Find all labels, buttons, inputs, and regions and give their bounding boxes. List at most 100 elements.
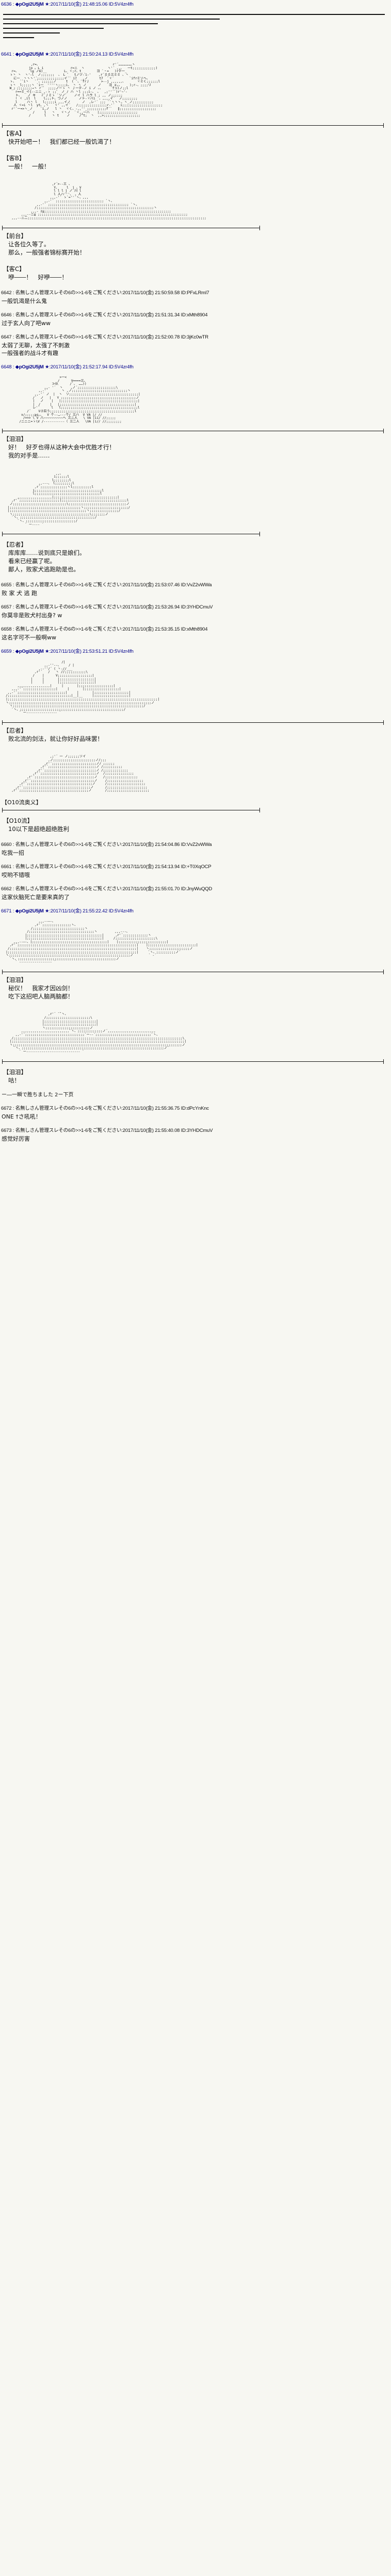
dialogue-gap [3,146,391,154]
post-separator: : [11,582,15,588]
post-author[interactable]: 名無しさん管理スレその6の>>1-6をご覧ください [15,334,122,340]
post-header: 6641 : ◆pOgi2U5jM ★:2017/11/10(金) 21:50:… [0,50,391,58]
post-number[interactable]: 6648 [1,364,12,370]
spacer [0,1121,391,1126]
post-header: 6657 : 名無しさん管理スレその6の>>1-6をご覧ください:2017/11… [0,603,391,611]
post-header: 6655 : 名無しさん管理スレその6の>>1-6をご覧ください:2017/11… [0,581,391,589]
post-meta: :2017/11/10(金) 21:50:59.58 ID:PFxLRmI7 [121,290,209,296]
post-author[interactable]: 名無しさん管理スレその6の>>1-6をご覧ください [15,842,122,848]
aa-label: 【O10流奥义】 [2,799,42,806]
post-header: 6660 : 名無しさん管理スレその6の>>1-6をご覧ください:2017/11… [0,840,391,849]
post-body: 你莫非是败犬村出身? w [2,612,62,619]
dialogue-speaker: 【泪泪】 [3,1068,27,1076]
dialogue-line: 那么，一般强者锦标赛开始！ [8,248,86,256]
post-author[interactable]: 名無しさん管理スレその6の>>1-6をご覧ください [15,886,122,892]
dialogue-block: 【客C】咿――！ 好咿――！ [0,264,391,283]
post-separator: : [11,864,15,870]
divider-cap-left [2,123,3,128]
post-author[interactable]: 名無しさん管理スレその6の>>1-6をご覧ください [15,1127,122,1133]
divider-cap-right [383,720,384,725]
stair-line-1 [3,14,385,15]
divider-cap-right [259,532,260,537]
post-author[interactable]: 名無しさん管理スレその6の>>1-6をご覧ください [15,604,122,611]
post-number[interactable]: 6659 [1,649,12,655]
dialogue-block: 【前台】让各位久等了。那么，一般强者锦标赛开始！ [0,231,391,259]
post-separator: : [11,908,15,914]
dialogue-line: 吃下这招吧人脑两脑都！ [8,993,74,1001]
ascii-art: /| ,,-''‐-、 / | ,-‐''/´ ( 丶‐//___ ,r'´ /… [6,660,160,715]
post-number[interactable]: 6636 [1,2,12,7]
spacer [0,1003,391,1008]
post-header: 6671 : ◆pOgi2U5jM ★:2017/11/10(金) 21:55:… [0,907,391,915]
post-number[interactable]: 6646 [1,312,12,318]
dialogue-line: 秘仪！ 我家才因凶剑！ [8,985,74,992]
post-separator: : [11,649,15,655]
stair-line-2 [3,19,220,20]
stair-line-6 [3,37,34,38]
dialogue-line: 让各位久等了。 [8,240,50,248]
post-number[interactable]: 6657 [1,604,12,611]
dialogue-speaker: 【客A】 [3,129,25,137]
post-author[interactable]: 名無しさん管理スレその6の>>1-6をご覧ください [15,626,122,633]
dialogue-speaker: 【客C】 [3,265,25,273]
post-author[interactable]: ◆pOgi2U5jM ★ [15,364,50,370]
stair-line-3 [3,23,158,24]
post-number[interactable]: 6671 [1,908,12,914]
post-body: 哎哟不错哦 [2,872,30,879]
dialogue-block: 【忍者】库库库……说到底只是娘们。看来已经赢了呢。鄙人，败家犬逃跑助是也。 [0,539,391,575]
post-number[interactable]: 6660 [1,842,12,848]
spacer [0,598,391,603]
section-divider [0,429,391,434]
post-number[interactable]: 6661 [1,864,12,870]
post-number[interactable]: 6641 [1,52,12,57]
post-header: 6673 : 名無しさん管理スレその6の>>1-6をご覧ください:2017/11… [0,1126,391,1134]
post-meta: :2017/11/10(金) 21:55:01.70 ID:JnyWuQQD [121,886,213,892]
post-meta: :2017/11/10(金) 21:53:26.94 ID:3YHDCmuV [121,604,213,611]
section-divider [0,970,391,975]
divider-cap-right [383,1059,384,1064]
post-meta: :2017/11/10(金) 21:50:24.13 ID:5V4zr4fh [49,52,134,57]
post-body: 感觉好厉害 [2,1135,30,1142]
post-separator: : [11,364,15,370]
post-author[interactable]: ◆pOgi2U5jM ★ [15,52,50,57]
post-author[interactable]: 名無しさん管理スレその6の>>1-6をご覧ください [15,290,122,296]
post-meta: :2017/11/10(金) 21:53:07.46 ID:VvZ2vWWa [121,582,212,588]
divider-cap-left [2,429,3,434]
post-meta: :2017/11/10(金) 21:52:17.94 ID:5V4zr4fh [49,364,134,370]
spacer [0,283,391,289]
spacer [0,642,391,647]
post-author[interactable]: 名無しさん管理スレその6の>>1-6をご覧ください [15,312,122,318]
spacer [0,1143,391,1148]
post-meta: :2017/11/10(金) 21:53:35.15 ID:xMth8904 [121,626,208,633]
post-number[interactable]: 6662 [1,886,12,892]
spacer [0,306,391,311]
dialogue-block: 【泪泪】咕！ [0,1067,391,1087]
section-divider [0,123,391,128]
spacer [0,1099,391,1104]
post-separator: : [11,290,15,296]
post-author[interactable]: ◆pOgi2U5jM ★ [15,2,50,7]
post-author[interactable]: 名無しさん管理スレその6の>>1-6をご覧ください [15,864,122,870]
post-number[interactable]: 6642 [1,290,12,296]
post-number[interactable]: 6658 [1,626,12,633]
spacer [0,835,391,840]
post-author[interactable]: ◆pOgi2U5jM ★ [15,649,50,655]
spacer [0,462,391,467]
ascii-stair-art [0,8,391,45]
dialogue-speaker: 【忍者】 [3,541,27,549]
spacer [0,620,391,625]
divider-cap-right [259,225,260,230]
post-header: 6648 : ◆pOgi2U5jM ★:2017/11/10(金) 21:52:… [0,363,391,371]
post-author[interactable]: 名無しさん管理スレその6の>>1-6をご覧ください [15,1105,122,1111]
dialogue-line: 库库库……说到底只是娘们。 [8,549,86,557]
ascii-art: ,,、 i;;;;;;l l;;;;;;;;l ,,-‐-、 l;;;;;;;;… [7,471,131,527]
post-number[interactable]: 6673 [1,1127,12,1133]
post-number[interactable]: 6647 [1,334,12,340]
post-author[interactable]: ◆pOgi2U5jM ★ [15,908,50,914]
post-author[interactable]: 名無しさん管理スレその6の>>1-6をご覧ください [15,582,122,588]
thread-note: ー―一瞬で胜ちました 2ー下页 [2,1092,74,1098]
post-number[interactable]: 6655 [1,582,12,588]
post-header: 6661 : 名無しさん管理スレその6の>>1-6をご覧ください:2017/11… [0,862,391,871]
divider-cap-left [2,808,3,813]
post-number[interactable]: 6672 [1,1105,12,1111]
